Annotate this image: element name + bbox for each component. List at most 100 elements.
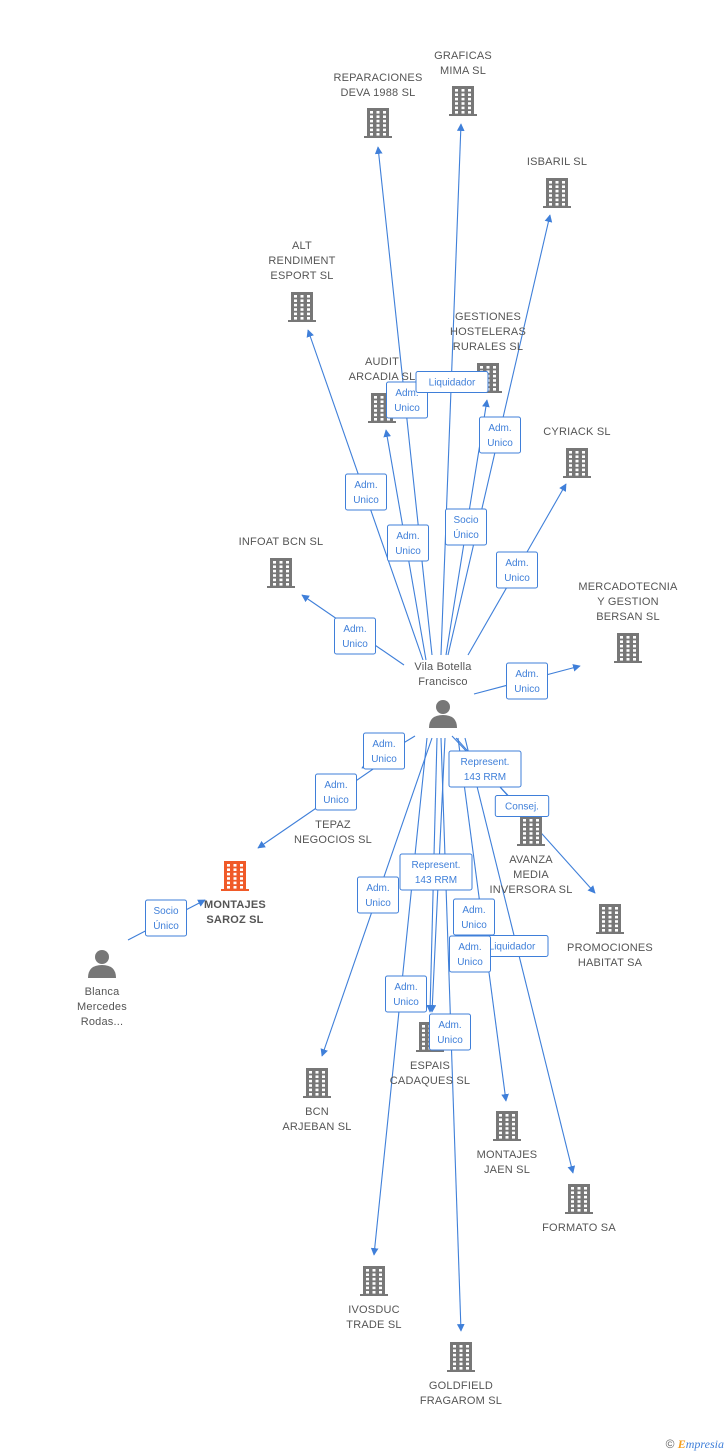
node-label: AUDIT — [365, 356, 399, 368]
edge-label-text: Liquidador — [429, 378, 476, 389]
edge-label-vila-alt[interactable]: Adm.Unico — [345, 473, 387, 511]
edge-label-text: Adm. — [458, 942, 481, 953]
edge-label-box — [363, 732, 405, 770]
node-label: MIMA SL — [440, 65, 486, 77]
node-label: Y GESTION — [597, 596, 659, 608]
node-cyriack[interactable]: CYRIACK SL — [543, 426, 611, 478]
edge-label-box — [334, 617, 376, 655]
node-label: RENDIMENT — [268, 255, 335, 267]
person-icon — [88, 950, 116, 978]
node-label: GESTIONES — [455, 311, 521, 323]
node-label: HOSTELERAS — [450, 326, 526, 338]
edge-label-vila-tepaz[interactable]: Adm.Unico — [363, 732, 405, 770]
edge-label-text: Adm. — [462, 905, 485, 916]
edge-label-vila-audit[interactable]: Adm.Unico — [387, 524, 429, 562]
edge-label-vila-montajes_saroz[interactable]: Adm.Unico — [315, 773, 357, 811]
edge-label-text: Adm. — [505, 558, 528, 569]
edge-label-text: Socio — [453, 515, 478, 526]
edge-label-text: 143 RRM — [415, 875, 457, 886]
edge-label-vila-goldfield[interactable]: Adm.Unico — [429, 1013, 471, 1051]
node-label: TRADE SL — [346, 1319, 401, 1331]
node-label: MERCADOTECNIA — [578, 581, 678, 593]
building-icon — [543, 178, 571, 208]
edge-label-vila-graficas[interactable]: Liquidador — [415, 371, 489, 393]
edge-label-box — [429, 1013, 471, 1051]
brand-initial: E — [677, 1437, 686, 1451]
nodes-layer: Vila BotellaFranciscoBlancaMercedesRodas… — [77, 50, 678, 1407]
node-label: JAEN SL — [484, 1164, 530, 1176]
node-label: BERSAN SL — [596, 611, 660, 623]
edge-label-box — [399, 853, 473, 891]
edge-label-text: Adm. — [438, 1020, 461, 1031]
edge-label-vila-espais[interactable]: Adm.Unico — [449, 935, 491, 973]
edge-label-text: Adm. — [395, 388, 418, 399]
node-infoat[interactable]: INFOAT BCN SL — [239, 536, 324, 588]
empresia-watermark: © Empresia — [666, 1437, 724, 1452]
node-isbaril[interactable]: ISBARIL SL — [527, 156, 587, 208]
edge-label-vila-ivosduc[interactable]: Adm.Unico — [385, 975, 427, 1013]
edge-label-box — [145, 899, 187, 937]
edge-label-vila-montajes_jaen[interactable]: Adm.Unico — [453, 898, 495, 936]
edge-label-box — [496, 551, 538, 589]
edge-label-vila-cyriack[interactable]: Adm.Unico — [496, 551, 538, 589]
node-label: CYRIACK SL — [543, 426, 610, 438]
building-icon — [288, 292, 316, 322]
edge-label-text: Unico — [353, 495, 379, 506]
node-label: Blanca — [85, 986, 121, 998]
building-icon — [563, 448, 591, 478]
node-label: HABITAT SA — [578, 957, 643, 969]
edge-label-text: Único — [153, 919, 179, 932]
edge-label-vila-espais[interactable]: Represent. 143 RRM — [399, 853, 473, 891]
node-formato[interactable]: FORMATO SA — [542, 1184, 616, 1234]
building-icon — [493, 1111, 521, 1141]
edge-label-text: Unico — [514, 684, 540, 695]
node-label: Vila Botella — [414, 661, 472, 673]
node-label: REPARACIONES — [334, 72, 423, 84]
edge-label-text: Adm. — [343, 624, 366, 635]
edge-label-text: Unico — [394, 403, 420, 414]
node-label: MEDIA — [513, 869, 549, 881]
edge-label-text: Unico — [393, 997, 419, 1008]
edge-label-box — [479, 416, 521, 454]
node-label: SAROZ SL — [206, 914, 263, 926]
edge-label-text: Represent. — [461, 757, 510, 768]
edge-label-text: Socio — [153, 906, 178, 917]
node-mercadotecnia[interactable]: MERCADOTECNIA Y GESTION BERSAN SL — [578, 581, 678, 663]
edge-label-vila-formato[interactable]: Liquidador — [475, 935, 549, 957]
edge-label-vila-promociones[interactable]: Consej. — [494, 795, 550, 817]
building-icon — [360, 1266, 388, 1296]
node-label: GOLDFIELD — [429, 1380, 493, 1392]
node-label: ISBARIL SL — [527, 156, 587, 168]
building-icon — [596, 904, 624, 934]
copyright-symbol: © — [665, 1437, 675, 1451]
building-icon — [565, 1184, 593, 1214]
edge-label-text: Adm. — [488, 423, 511, 434]
edge-label-box — [385, 975, 427, 1013]
edge-label-vila-isbaril[interactable]: Adm.Unico — [479, 416, 521, 454]
node-label: RURALES SL — [453, 341, 523, 353]
node-label: AVANZA — [509, 854, 553, 866]
edge-label-vila-bcn_arjeban[interactable]: Adm.Unico — [357, 876, 399, 914]
edge-label-vila-mercadotecnia[interactable]: Adm.Unico — [506, 662, 548, 700]
node-label: BCN — [305, 1106, 329, 1118]
edge-label-text: Represent. — [412, 860, 461, 871]
node-blanca[interactable]: BlancaMercedesRodas... — [77, 950, 127, 1028]
edge-label-vila-infoat[interactable]: Adm.Unico — [334, 617, 376, 655]
edge-label-vila-avanza[interactable]: Represent.143 RRM — [448, 750, 522, 788]
